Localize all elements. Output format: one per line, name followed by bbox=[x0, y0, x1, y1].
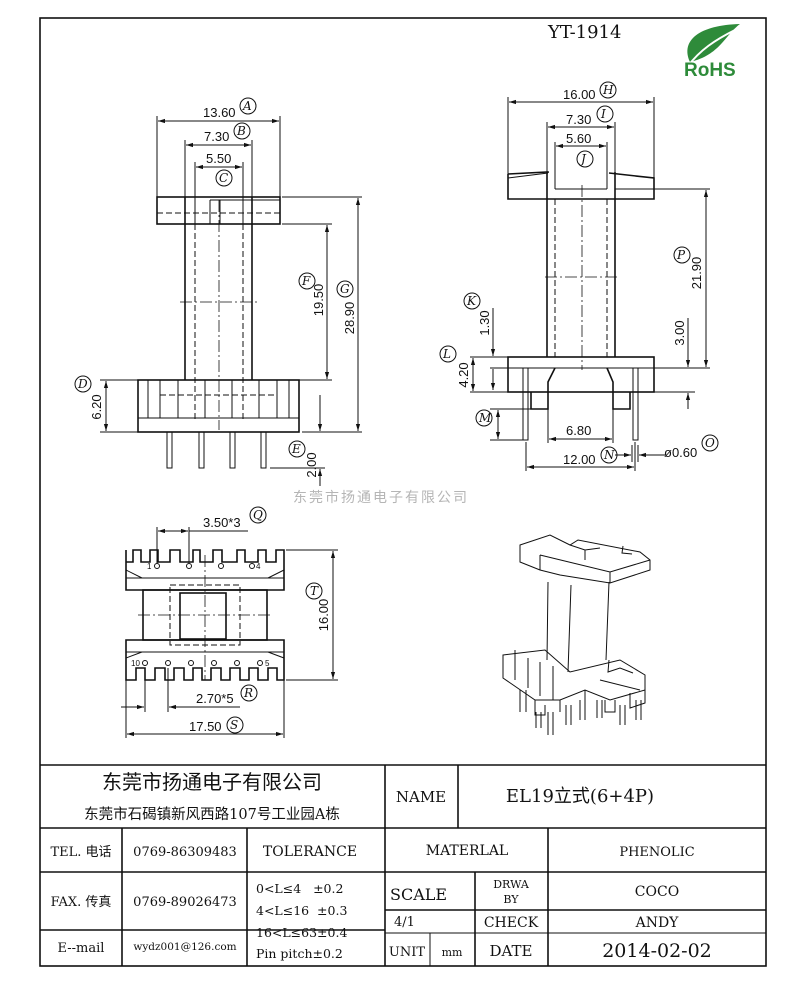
label-bottom-view-S-letter: S bbox=[230, 718, 238, 732]
label-rohs-logo: RoHS bbox=[684, 60, 736, 81]
label-bottom-view-pin-labels-0: 1 bbox=[147, 562, 152, 571]
drawing-border bbox=[39, 17, 767, 967]
rohs-logo: RoHS bbox=[684, 24, 740, 81]
tel-value: 0769-86309483 bbox=[133, 845, 237, 860]
tolerance-line-4: Pin pitch±0.2 bbox=[256, 946, 343, 961]
material-label: MATERLAL bbox=[426, 843, 508, 859]
label-side-view-P-value: 21.90 bbox=[689, 257, 704, 290]
label-side-view-H-letter: H bbox=[602, 83, 614, 97]
label-front-view-E-letter: E bbox=[291, 442, 301, 456]
tolerance-line-2: 4<L≤16 ±0.3 bbox=[256, 903, 347, 918]
label-side-view-N-value: 12.00 bbox=[563, 452, 596, 467]
email-value: wydz001@126.com bbox=[133, 941, 236, 953]
email-label: E--mail bbox=[58, 941, 105, 956]
label-side-view-K-value: 1.30 bbox=[477, 310, 492, 335]
label-side-view-L-letter: L bbox=[442, 347, 451, 361]
scale-label: SCALE bbox=[390, 885, 447, 904]
label-side-view-O-value: ø0.60 bbox=[664, 445, 697, 460]
drawn-by-label-1: DRWA bbox=[493, 878, 530, 891]
label-front-view-F-value: 19.50 bbox=[311, 284, 326, 317]
label-side-view-N-letter: N bbox=[603, 448, 615, 462]
scale-value: 4/1 bbox=[394, 915, 415, 930]
label-front-view-B-letter: B bbox=[236, 124, 246, 138]
label-bottom-view-pin-labels-3: 5 bbox=[265, 659, 270, 668]
tel-label: TEL. 电话 bbox=[50, 845, 111, 860]
label-front-view-C-letter: C bbox=[219, 171, 228, 185]
label-side-view-M-letter: M bbox=[478, 411, 492, 425]
title-block: 东莞市扬通电子有限公司 东莞市石碣镇新风西路107号工业园A栋 NAME EL1… bbox=[40, 764, 766, 966]
label-front-view-D-letter: D bbox=[77, 377, 88, 391]
label-front-view-A-letter: A bbox=[242, 99, 252, 113]
company-name: 东莞市扬通电子有限公司 bbox=[102, 770, 322, 794]
label-bottom-view-pin-labels-2: 10 bbox=[131, 659, 140, 668]
label-side-view-O-letter: O bbox=[705, 436, 715, 450]
company-address: 东莞市石碣镇新风西路107号工业园A栋 bbox=[84, 805, 340, 823]
label-side-view-inner-width: 6.80 bbox=[566, 423, 591, 438]
tolerance-line-3: 16<L≤63±0.4 bbox=[256, 925, 347, 940]
date-label: DATE bbox=[490, 942, 533, 960]
tolerance-line-1: 0<L≤4 ±0.2 bbox=[256, 881, 343, 896]
label-bottom-view-pin-labels-1: 4 bbox=[256, 562, 261, 571]
label-bottom-view-Q-letter: Q bbox=[253, 508, 263, 522]
bottom-view: 1 4 10 5 3.50*3 Q 16.00 T 2.70*5 R 17.50… bbox=[121, 506, 338, 738]
label-front-view-E-value: 2.00 bbox=[304, 452, 319, 477]
tolerance-label: TOLERANCE bbox=[263, 844, 357, 860]
check-label: CHECK bbox=[484, 915, 539, 931]
fax-label: FAX. 传真 bbox=[51, 895, 112, 910]
label-front-view-A-value: 13.60 bbox=[203, 105, 236, 120]
isometric-view bbox=[502, 534, 651, 735]
part-number: YT-1914 bbox=[547, 22, 621, 43]
label-side-view-J-letter: J bbox=[578, 152, 587, 166]
label-front-view-G-value: 28.90 bbox=[342, 302, 357, 335]
label-side-view-step-height: 3.00 bbox=[672, 320, 687, 345]
label-front-view-B-value: 7.30 bbox=[204, 129, 229, 144]
label-side-view-P-letter: P bbox=[676, 248, 686, 262]
label-front-view-G-letter: G bbox=[340, 282, 350, 296]
label-front-view-D-value: 6.20 bbox=[89, 394, 104, 419]
label-bottom-view-S-value: 17.50 bbox=[189, 719, 222, 734]
unit-value: mm bbox=[442, 946, 463, 959]
material-value: PHENOLIC bbox=[619, 845, 694, 860]
label-side-view-J-value: 5.60 bbox=[566, 131, 591, 146]
front-view: 13.60 A 7.30 B 5.50 C 28.90 G 19.50 F 6.… bbox=[74, 97, 362, 486]
label-front-view-C-value: 5.50 bbox=[206, 151, 231, 166]
name-label: NAME bbox=[396, 788, 446, 806]
watermark: 东莞市扬通电子有限公司 bbox=[293, 489, 469, 505]
drawn-by-label-2: BY bbox=[503, 893, 519, 906]
unit-label: UNIT bbox=[389, 945, 425, 960]
label-side-view-I-value: 7.30 bbox=[566, 112, 591, 127]
check-value: ANDY bbox=[635, 915, 680, 931]
date-value: 2014-02-02 bbox=[602, 940, 712, 962]
label-side-view-H-value: 16.00 bbox=[563, 87, 596, 102]
label-bottom-view-R-value: 2.70*5 bbox=[196, 691, 234, 706]
label-bottom-view-T-letter: T bbox=[310, 584, 319, 598]
label-front-view-F-letter: F bbox=[301, 274, 311, 288]
label-bottom-view-T-value: 16.00 bbox=[316, 599, 331, 632]
label-side-view-I-letter: I bbox=[600, 107, 606, 121]
label-side-view-L-value: 4.20 bbox=[456, 362, 471, 387]
label-bottom-view-R-letter: R bbox=[243, 686, 253, 700]
label-side-view-K-letter: K bbox=[466, 294, 477, 308]
label-bottom-view-Q-value: 3.50*3 bbox=[203, 515, 241, 530]
fax-value: 0769-89026473 bbox=[133, 895, 237, 910]
part-name: EL19立式(6+4P) bbox=[506, 786, 654, 807]
drawn-by-value: COCO bbox=[635, 884, 679, 900]
side-view: 16.00 H 7.30 I 5.60 J 21.90 P 3.00 1.30 … bbox=[439, 81, 719, 471]
